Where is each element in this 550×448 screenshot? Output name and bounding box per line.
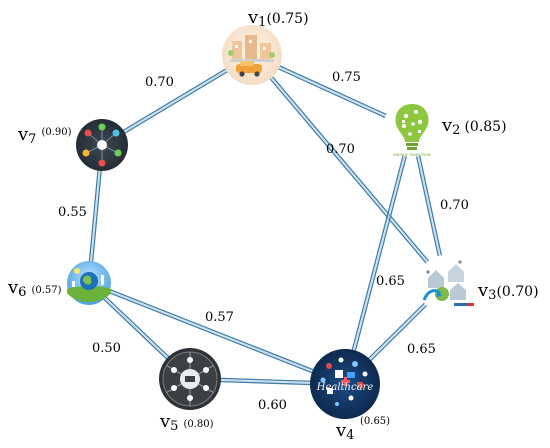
energy-lightbulb-icon: ENERGY TRANSITION [383, 99, 441, 157]
label-v1: v1(0.75) [247, 7, 309, 30]
energy-transition-caption: ENERGY TRANSITION [393, 153, 431, 157]
node-v5 [159, 348, 221, 410]
label-v4: v4 [335, 420, 354, 443]
weight-v5-v4: 0.60 [258, 398, 287, 413]
weight-v3-v4: 0.65 [407, 342, 436, 357]
edge-v6-v4 [105, 287, 317, 375]
edge-v1-v3 [267, 73, 432, 266]
edge-highlight [106, 289, 316, 373]
iot-network-icon [76, 119, 128, 171]
edge-stroke [267, 75, 429, 266]
edge-stroke [276, 64, 390, 117]
node-v1 [222, 25, 282, 85]
edge-highlight [417, 153, 441, 259]
edge-stroke [365, 300, 428, 361]
edge-v3-v4 [365, 300, 430, 364]
green-earth-icon [67, 261, 111, 305]
weight-v7-v6: 0.55 [58, 205, 87, 220]
label-v6: v6(0.57) [7, 277, 62, 300]
edge-v2-v3 [415, 152, 443, 260]
edge-stroke [275, 67, 389, 120]
edge-stroke [418, 152, 443, 259]
edge-highlight [90, 167, 101, 265]
edge-v2-v4 [350, 152, 408, 355]
node-v4: Healthcare [310, 349, 380, 419]
label-v7: v7(0.90) [17, 124, 72, 147]
edge-v1-v2 [275, 64, 390, 120]
edge-stroke [353, 152, 408, 355]
node-v7 [76, 119, 128, 171]
edge-stroke [103, 294, 172, 360]
weight-v6-v5: 0.50 [92, 341, 121, 356]
edge-stroke [217, 380, 314, 386]
edge-stroke [105, 290, 316, 375]
edge-stroke [217, 377, 314, 383]
node-v3 [417, 255, 475, 313]
edge-stroke [270, 73, 432, 264]
edge-stroke [120, 66, 229, 133]
label-v3: v3(0.70) [477, 280, 539, 303]
weight-v1-v3: 0.70 [326, 142, 355, 157]
edge-v6-v5 [101, 294, 172, 362]
smart-services-wheel-icon [159, 348, 221, 410]
city-street-icon [222, 25, 282, 85]
label-v5: v5(0.80) [159, 411, 214, 434]
edge-v1-v7 [120, 66, 231, 136]
edge-stroke [106, 287, 317, 372]
edges-layer [88, 64, 443, 386]
edge-highlight [102, 295, 171, 361]
weight-v2-v3: 0.70 [440, 198, 469, 213]
edge-highlight [121, 68, 230, 134]
weight-v2-v4: 0.65 [376, 274, 405, 289]
edge-highlight [217, 379, 314, 384]
healthcare-caption: Healthcare [316, 382, 374, 393]
edge-stroke [121, 69, 231, 136]
weight-v6-v4: 0.57 [205, 310, 234, 325]
edge-stroke [91, 167, 103, 265]
node-v2: ENERGY TRANSITION [383, 99, 441, 157]
label-v4-value: (0.65) [360, 416, 390, 427]
edge-weight-labels: 0.70 0.75 0.70 0.70 0.65 0.65 0.55 0.57 … [58, 70, 469, 413]
edge-stroke [88, 167, 99, 265]
edge-v5-v4 [217, 377, 314, 386]
node-v6 [67, 261, 111, 305]
edge-highlight [367, 301, 428, 362]
label-v2: v2(0.85) [441, 115, 507, 138]
smart-home-network-icon [417, 255, 475, 313]
weight-v1-v2: 0.75 [332, 70, 361, 85]
healthcare-icon: Healthcare [310, 349, 380, 419]
edge-highlight [276, 65, 389, 118]
edge-v7-v6 [88, 167, 103, 265]
edge-stroke [368, 302, 430, 364]
node-labels: v1(0.75) v2(0.85) v3(0.70) v4 (0.65) v5(… [7, 7, 539, 443]
edge-stroke [101, 296, 170, 362]
edge-stroke [415, 153, 440, 260]
edge-stroke [350, 152, 405, 354]
edge-highlight [269, 75, 430, 265]
weight-v1-v7: 0.70 [145, 75, 174, 90]
edge-highlight [352, 153, 406, 354]
